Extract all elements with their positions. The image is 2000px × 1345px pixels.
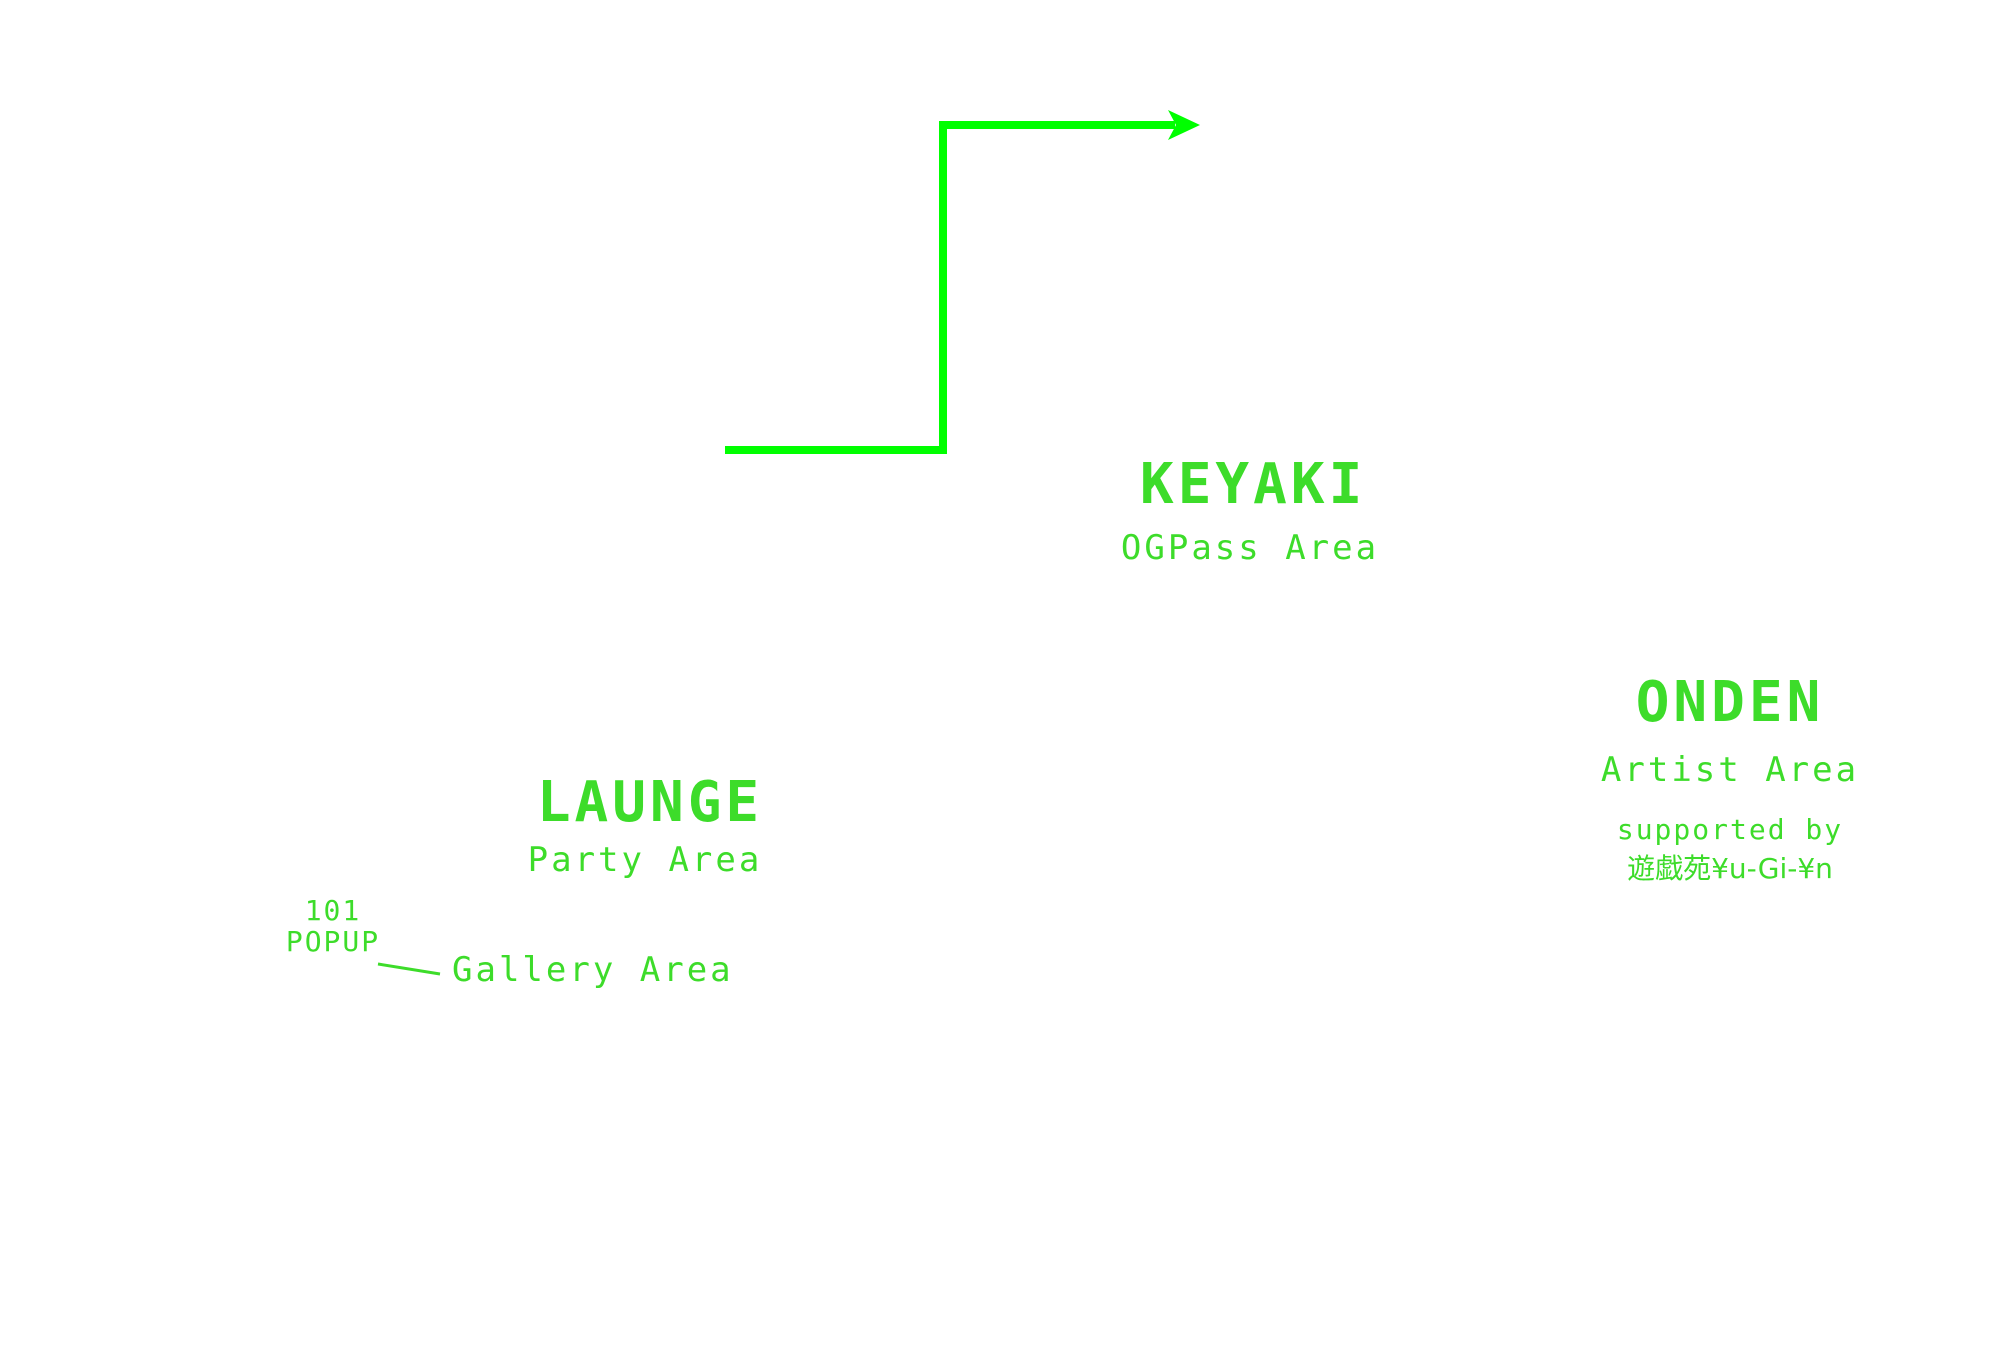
keyaki-area-title[interactable]: KEYAKI	[1140, 452, 1367, 517]
popup-callout-label: Gallery Area	[452, 950, 734, 990]
launge-area-subtitle: Party Area	[527, 840, 763, 880]
route-arrow-head-icon	[1168, 110, 1200, 140]
popup-callout-line	[377, 962, 441, 976]
onden-area-subtitle: Artist Area	[1600, 750, 1860, 790]
route-arrow-path	[725, 121, 1175, 454]
popup-number[interactable]: 101	[304, 894, 362, 927]
popup-title[interactable]: POPUP	[285, 925, 381, 958]
onden-sponsor-line: supported by	[1616, 813, 1844, 846]
onden-sponsor-name: 遊戯苑¥u-Gi-¥n	[1627, 852, 1833, 885]
launge-area-title[interactable]: LAUNGE	[536, 770, 764, 835]
onden-area-title[interactable]: ONDEN	[1635, 670, 1825, 735]
keyaki-area-subtitle: OGPass Area	[1120, 528, 1380, 568]
